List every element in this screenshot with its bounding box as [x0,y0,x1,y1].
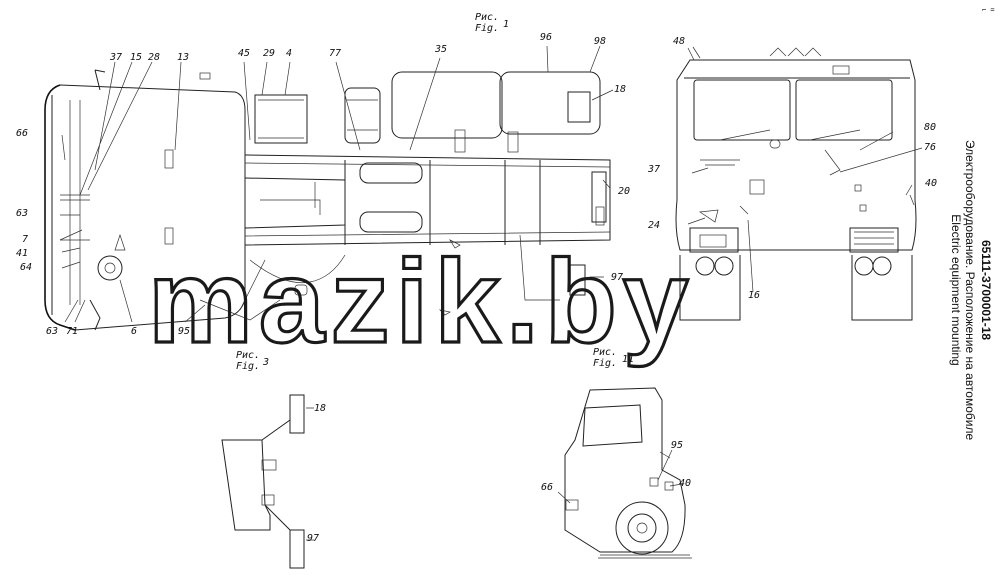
front-lamp-right [849,227,899,253]
callout-37: 37 [109,52,122,63]
callout-71: 71 [66,326,78,337]
fig-1-caption: Рис. Fig. 1 [475,12,509,34]
front-wheel [615,501,669,555]
steering-wheel [97,255,123,281]
fig3-drawing: 18 97 [221,394,326,569]
callout-13: 13 [177,52,189,63]
front-view-drawing [675,46,923,321]
callout-41: 41 [16,248,28,259]
fig11-drawing: 95 40 66 [541,387,692,559]
callout-18-fig3: 18 [314,403,326,414]
callout-76: 76 [924,142,936,153]
callout-28: 28 [148,52,160,63]
fig-3-caption: Рис. Fig. 3 [236,350,269,372]
front-view-labels: 48 80 76 37 40 24 16 [647,36,937,301]
callout-97: 97 [611,272,623,283]
callout-64: 64 [20,262,32,273]
corner-mark: ⌐ = [982,6,995,14]
callout-40: 40 [925,178,937,189]
callout-18: 18 [614,84,626,95]
title-ru: Электрооборудование. Расположение на авт… [963,140,977,441]
rear-lamp [569,264,586,296]
callout-45: 45 [238,48,250,59]
svg-text:Рис.: Рис. [475,12,499,23]
cab-front [675,59,917,251]
headlight-right [854,256,874,276]
battery-box [254,94,308,144]
watermark: mazik.by [148,236,694,368]
callout-29: 29 [263,48,275,59]
svg-text:11: 11 [622,354,634,365]
callout-48: 48 [673,36,685,47]
callout-6: 6 [131,326,137,337]
svg-text:Fig.: Fig. [475,23,499,34]
callout-15: 15 [130,52,142,63]
callout-4: 4 [286,48,292,59]
cab-outline-left [44,84,76,331]
callout-40-fig11: 40 [679,478,691,489]
mudguard-bracket [221,439,271,531]
callout-95-fig11: 95 [671,440,683,451]
title-en: Electric equipment mounting [949,214,963,365]
lamp-upper [289,394,305,434]
windshield-right [795,79,893,141]
svg-text:Рис.: Рис. [593,347,617,358]
top-view-drawing [44,45,614,331]
callout-66: 66 [16,128,28,139]
air-receiver [344,87,381,144]
callout-63: 63 [16,208,28,219]
top-view-labels: 37 15 28 13 45 29 4 77 35 96 98 18 66 63… [16,32,630,337]
callout-66-fig11: 66 [541,482,553,493]
callout-63b: 63 [46,326,58,337]
callout-7: 7 [22,234,28,245]
callout-20: 20 [618,186,630,197]
fig-11-caption: Рис. Fig. 11 [593,347,634,369]
title-block: 65111-3700001-18 Электрооборудование. Ра… [949,140,993,441]
svg-text:Fig.: Fig. [593,358,617,369]
windshield-left [693,79,791,141]
lamp-lower [289,529,305,569]
frame-rails [244,154,611,246]
callout-77: 77 [329,48,341,59]
fuel-tank [391,71,503,139]
headlight-left [695,256,715,276]
svg-text:1: 1 [503,19,509,30]
side-window [582,404,643,447]
callout-95: 95 [178,326,190,337]
cab-side [564,387,686,553]
cab-outline [59,84,246,331]
callout-37-front: 37 [647,164,660,175]
drawing-code: 65111-3700001-18 [979,240,993,340]
callout-35: 35 [434,44,447,55]
front-lamp-left [689,227,739,253]
callout-98: 98 [594,36,606,47]
svg-text:3: 3 [262,357,269,368]
callout-96: 96 [540,32,552,43]
svg-text:Fig.: Fig. [236,361,260,372]
callout-16: 16 [748,290,760,301]
callout-80: 80 [924,122,936,133]
callout-24: 24 [648,220,660,231]
svg-text:Рис.: Рис. [236,350,260,361]
callout-97-fig3: 97 [307,533,319,544]
